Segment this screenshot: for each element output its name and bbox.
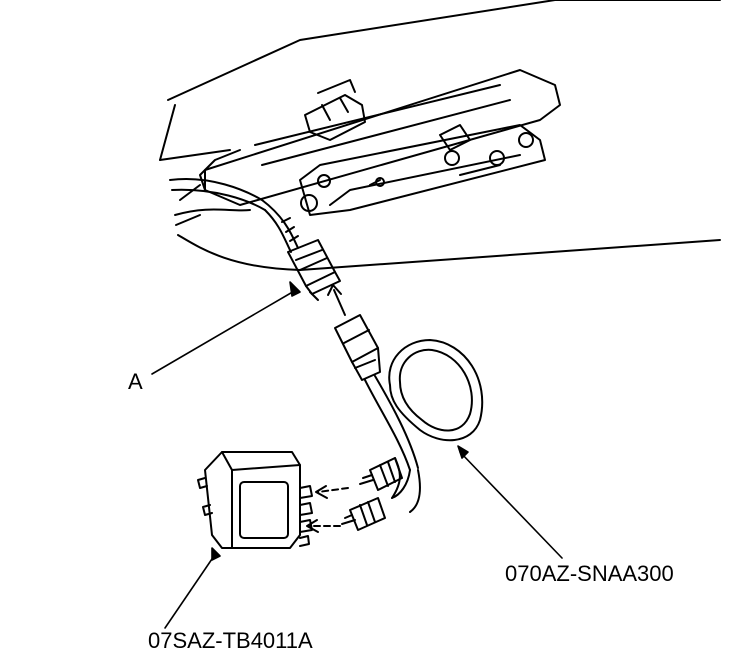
test-harness-cable bbox=[364, 339, 484, 513]
callout-harness-part-number: 070AZ-SNAA300 bbox=[505, 561, 674, 586]
leader-lines bbox=[151, 281, 563, 629]
leader-a bbox=[151, 289, 297, 375]
harness-leads bbox=[341, 457, 403, 531]
connector-a bbox=[287, 239, 341, 301]
box-arrows bbox=[306, 485, 349, 533]
connect-arrow bbox=[327, 284, 346, 316]
leader-box bbox=[164, 555, 215, 629]
callout-box-part-number: 07SAZ-TB4011A bbox=[148, 628, 313, 653]
leader-harness bbox=[459, 451, 563, 559]
seat-harness bbox=[169, 178, 299, 253]
floor-panel bbox=[159, 0, 721, 271]
test-harness-connector bbox=[334, 314, 381, 381]
callout-a: A bbox=[128, 369, 143, 394]
test-box bbox=[197, 451, 313, 549]
seat-rail bbox=[199, 69, 561, 216]
